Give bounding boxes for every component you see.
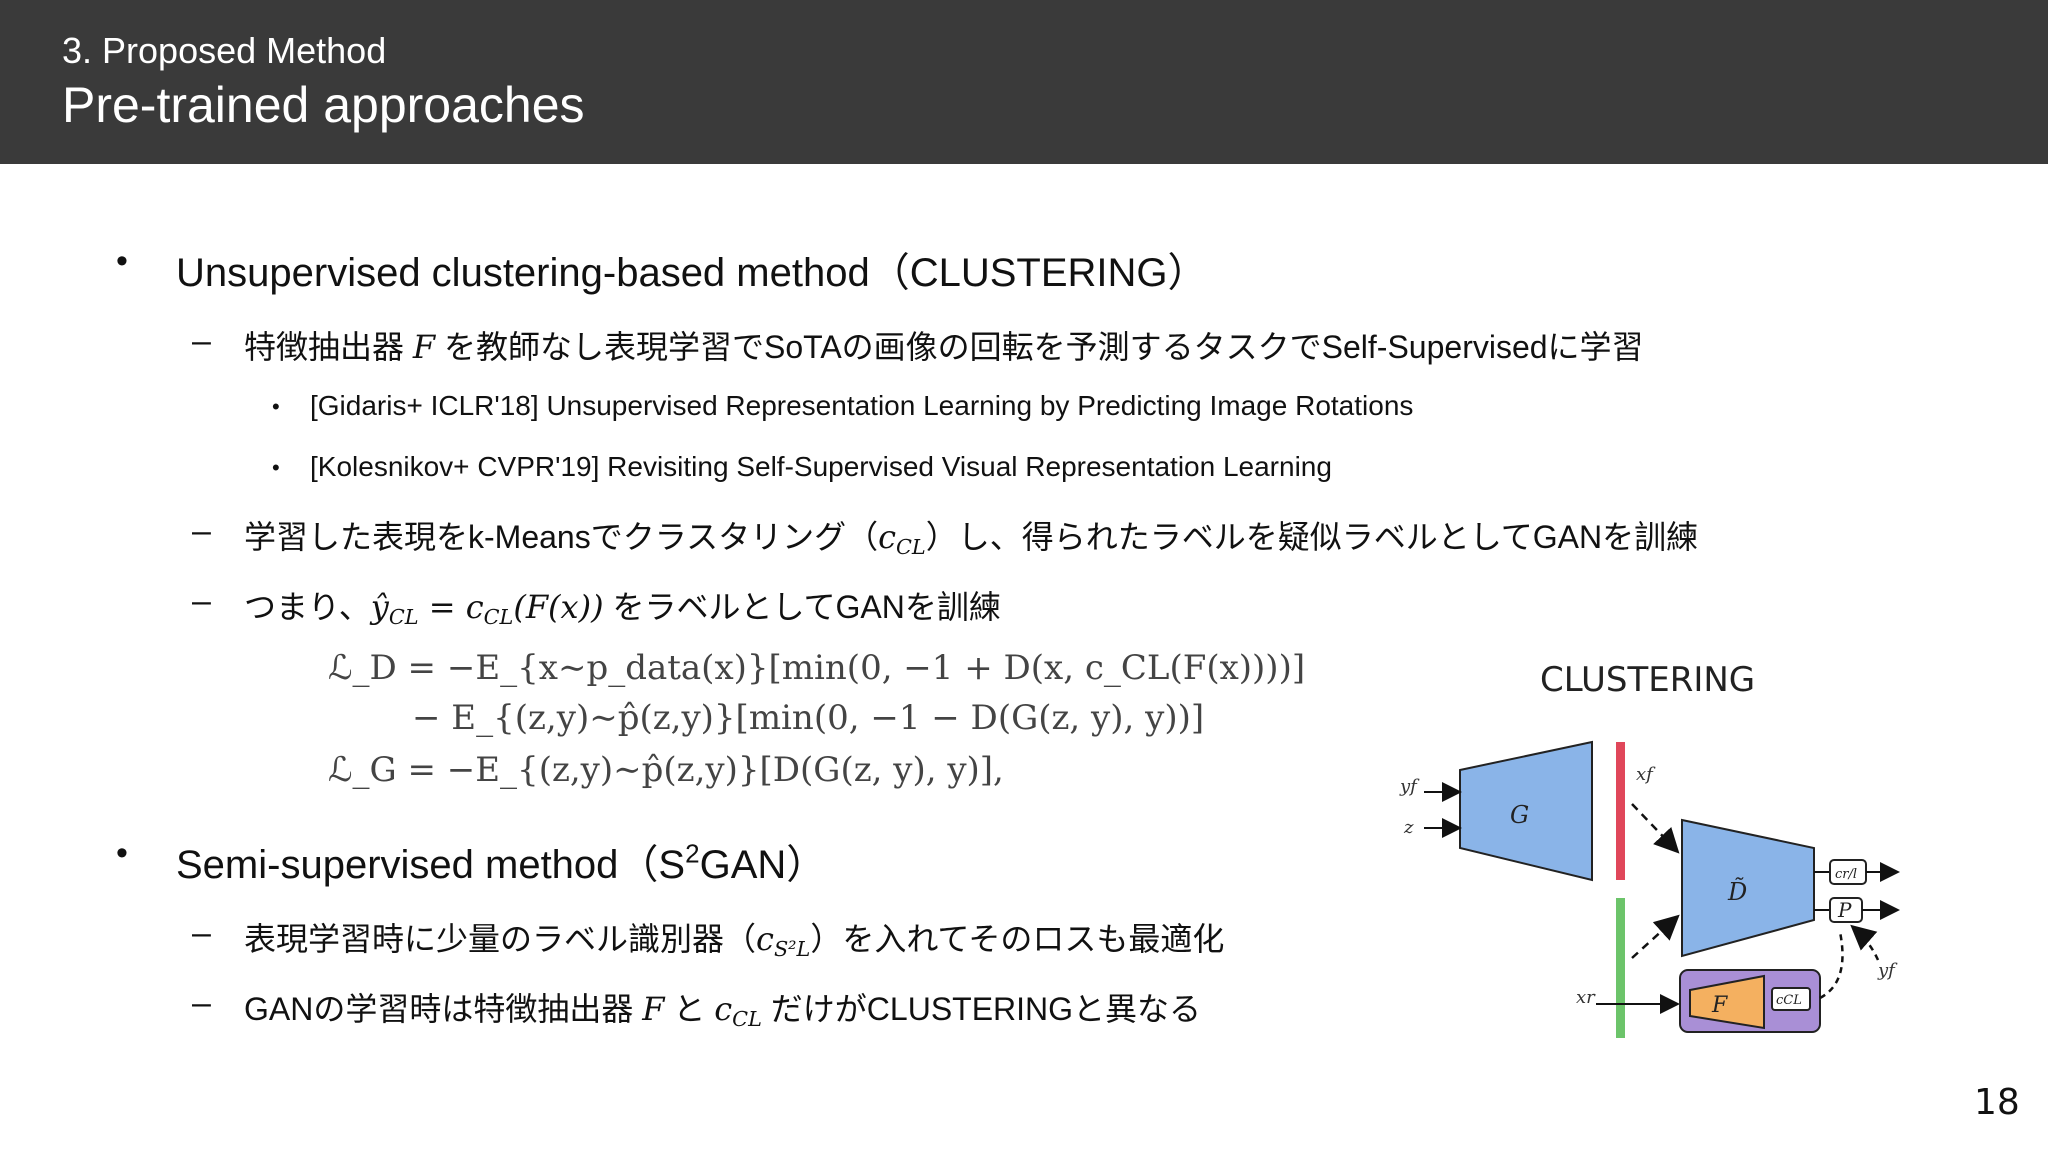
dash-marker: – [192, 984, 211, 1022]
bullet-semi-supervised: Semi-supervised method（S2GAN） [176, 838, 827, 887]
ref-marker: • [272, 394, 280, 419]
equation-loss-d-cont: − E_{(z,y)∼p̂(z,y)}[min(0, −1 − D(G(z, y… [412, 698, 1205, 738]
clustering-diagram: G yf z xf xr D̃ cr/l P yf F cCL [1399, 740, 1900, 1038]
reference-gidaris: [Gidaris+ ICLR'18] Unsupervised Represen… [310, 390, 1414, 421]
slide-header: 3. Proposed Method Pre-trained approache… [0, 0, 2048, 164]
slide-title: Pre-trained approaches [62, 77, 585, 133]
head-crl-label: cr/l [1835, 867, 1857, 882]
dash-marker: – [192, 322, 211, 360]
figure-title: CLUSTERING [1540, 660, 1756, 700]
reference-kolesnikov: [Kolesnikov+ CVPR'19] Revisiting Self-Su… [310, 451, 1332, 482]
input-yf-label: yf [1399, 776, 1420, 797]
equation-loss-d: ℒ_D = −E_{x∼p_data(x)}[min(0, −1 + D(x, … [328, 648, 1306, 688]
sub-bullet-pseudo-label: つまり、ŷCL = cCL(F(x)) をラベルとしてGANを訓練 [244, 588, 1001, 630]
dash-marker: – [192, 914, 211, 952]
real-sample-bar [1616, 898, 1625, 1038]
fake-sample-label: xf [1636, 764, 1656, 785]
fake-sample-bar [1616, 742, 1625, 880]
feature-extractor-block [1689, 974, 1765, 1030]
sub-bullet-kmeans: 学習した表現をk-Meansでクラスタリング（cCL）し、得られたラベルを疑似ラ… [244, 518, 1699, 560]
fake-to-discriminator-arrow [1631, 803, 1680, 854]
bullet-marker: • [116, 242, 128, 280]
page-number: 18 [1974, 1082, 2020, 1123]
ccl-box [1771, 987, 1811, 1011]
discriminator-label: D̃ [1727, 878, 1747, 906]
label-yf-arrow [1850, 924, 1880, 961]
generator-label: G [1510, 801, 1529, 829]
sub-bullet-difference: GANの学習時は特徴抽出器 F と cCL だけがCLUSTERINGと異なる [244, 990, 1202, 1032]
ccl-label: cCL [1776, 993, 1802, 1008]
section-label: 3. Proposed Method [62, 30, 387, 71]
label-yf-input: yf [1877, 960, 1898, 981]
dash-marker: – [192, 582, 211, 620]
ref-marker: • [272, 455, 280, 480]
bullet-clustering: Unsupervised clustering-based method（CLU… [176, 251, 1208, 295]
bullet-marker: • [116, 834, 128, 872]
encoder-to-head-arrow [1819, 931, 1844, 1000]
sub-bullet-label-classifier: 表現学習時に少量のラベル識別器（cS²L）を入れてそのロスも最適化 [244, 920, 1225, 962]
input-z-label: z [1403, 817, 1414, 838]
real-to-discriminator-arrow [1631, 914, 1680, 959]
real-sample-label: xr [1576, 987, 1596, 1008]
head-p-label: P [1837, 898, 1852, 922]
feature-extractor-label: F [1711, 993, 1728, 1018]
equation-loss-g: ℒ_G = −E_{(z,y)∼p̂(z,y)}[D(G(z, y), y)], [328, 750, 1004, 790]
sub-bullet-feature-extractor: 特徴抽出器 F を教師なし表現学習でSoTAの画像の回転を予測するタスクでSel… [244, 328, 1644, 366]
dash-marker: – [192, 512, 211, 550]
discriminator-block [1681, 818, 1815, 958]
